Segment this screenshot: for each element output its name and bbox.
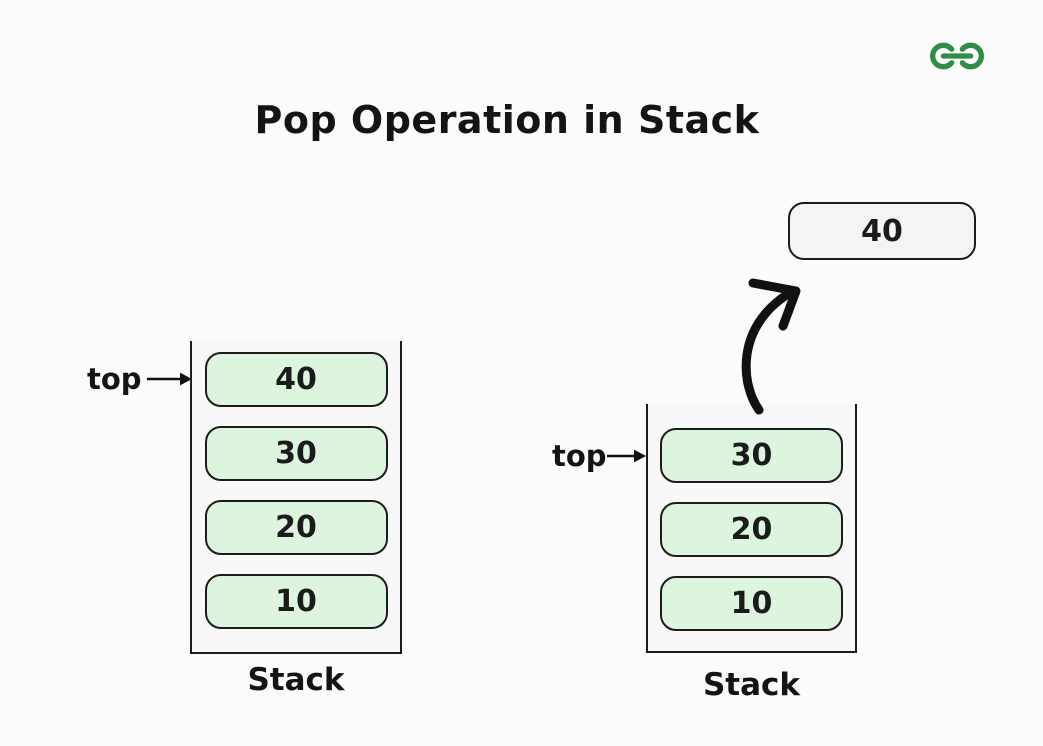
popped-element-value: 40 bbox=[861, 213, 903, 249]
stack-caption-before: Stack bbox=[247, 662, 345, 698]
page-title: Pop Operation in Stack bbox=[254, 98, 760, 142]
top-pointer-arrow-after bbox=[607, 449, 646, 463]
stack-caption-after: Stack bbox=[702, 667, 801, 703]
geeksforgeeks-logo-icon bbox=[930, 42, 984, 70]
stack-item: 20 bbox=[660, 502, 843, 557]
stack-item: 10 bbox=[660, 576, 843, 631]
stack-item: 40 bbox=[204, 352, 388, 407]
popped-element-box: 40 bbox=[788, 202, 976, 260]
stack-item: 20 bbox=[204, 500, 388, 555]
top-pointer-label-before: top bbox=[87, 362, 142, 396]
top-pointer-arrow-before bbox=[147, 372, 192, 386]
stack-item: 30 bbox=[204, 426, 388, 481]
stack-item: 30 bbox=[660, 428, 843, 483]
pop-curved-arrow bbox=[741, 278, 801, 415]
stack-container-after: 30 20 10 bbox=[646, 404, 857, 653]
stack-container-before: 40 30 20 10 bbox=[190, 341, 402, 654]
top-pointer-label-after: top bbox=[552, 439, 607, 473]
stack-item: 10 bbox=[204, 574, 388, 629]
